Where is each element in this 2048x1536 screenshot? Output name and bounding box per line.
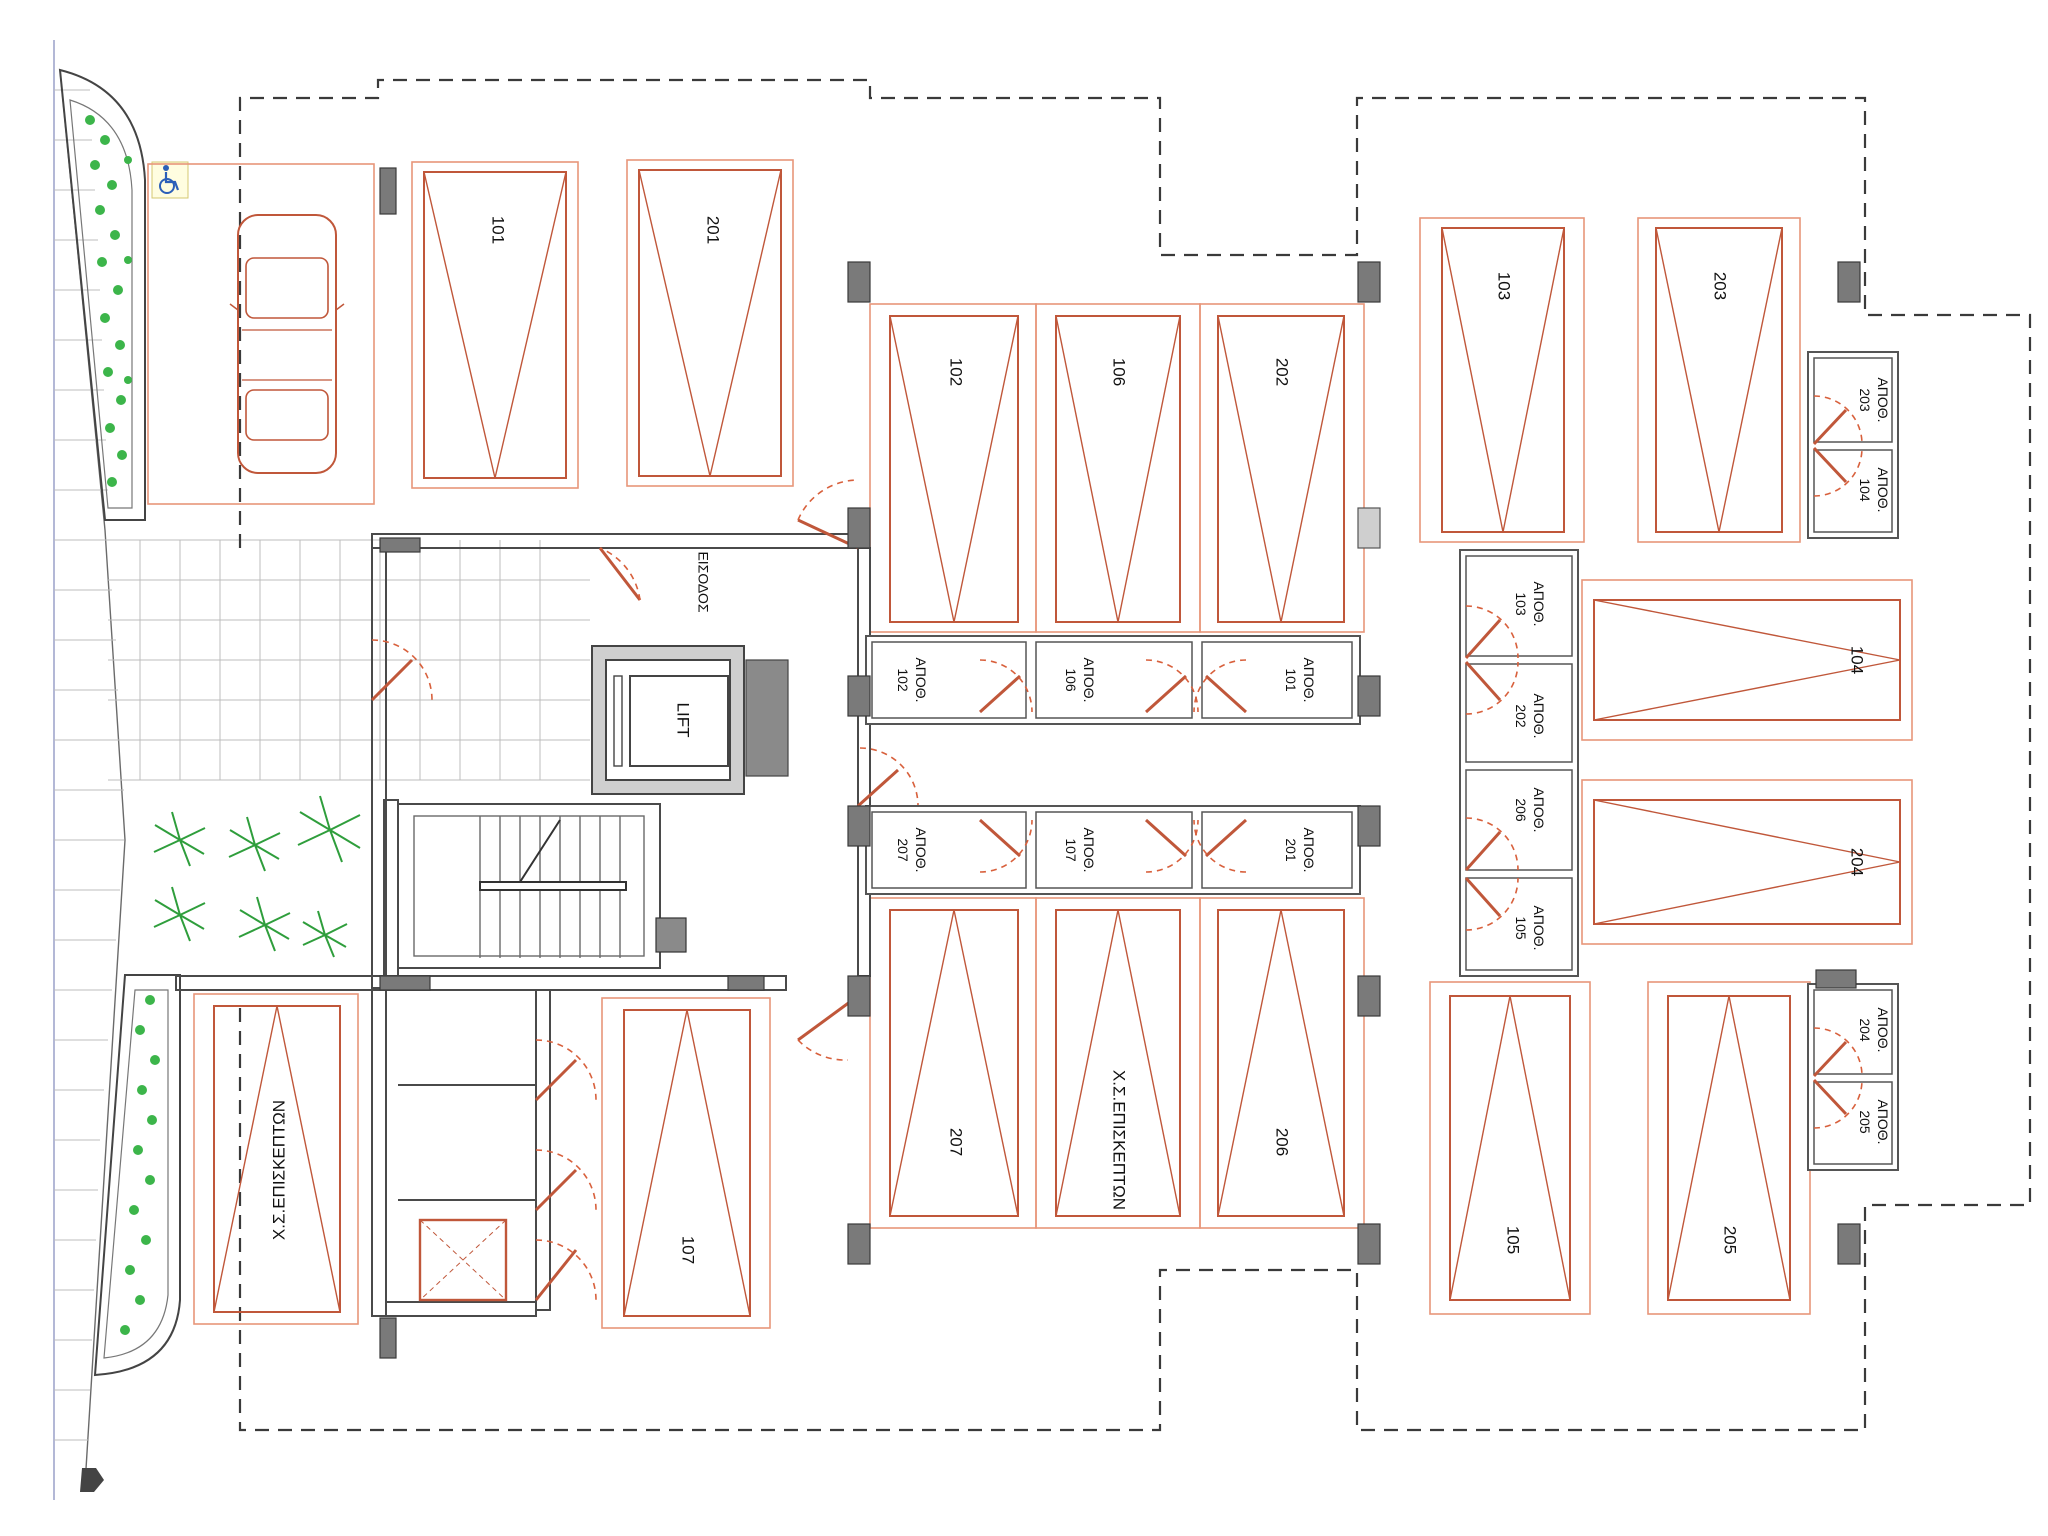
parking-label: 204 (1848, 848, 1867, 876)
storage-label: ΑΠΟΘ.202 (1513, 693, 1547, 738)
storage-label: ΑΠΟΘ.201 (1283, 827, 1317, 872)
shaft (418, 1218, 508, 1302)
hedge-plant-icon (85, 115, 132, 487)
parking-space (1581, 779, 1913, 945)
planter-bottom (93, 974, 181, 1377)
storage-label: ΑΠΟΘ.102 (895, 657, 929, 702)
storage-block-bottom (865, 805, 1361, 895)
storage-label: ΑΠΟΘ.203 (1857, 377, 1891, 422)
stair (397, 803, 687, 969)
parking-space (1199, 303, 1365, 633)
parking-space (601, 997, 771, 1329)
parking-label: 103 (1495, 272, 1514, 300)
storage-label: ΑΠΟΘ.107 (1063, 827, 1097, 872)
parking-label: 104 (1848, 646, 1867, 674)
parking-space (869, 897, 1037, 1229)
parking-label: 205 (1721, 1226, 1740, 1254)
parking-label: 102 (947, 358, 966, 386)
storage-block-top-right (1807, 351, 1899, 539)
parking-label: 107 (679, 1236, 698, 1264)
storage-block-top (865, 635, 1361, 725)
visitor-parking-label: Χ.Σ.ΕΠΙΣΚΕΠΤΩΝ (269, 1100, 288, 1240)
structural-columns (379, 167, 1861, 1359)
storage-label: ΑΠΟΘ.205 (1857, 1099, 1891, 1144)
north-arrow-icon (80, 1468, 104, 1492)
storage-label: ΑΠΟΘ.207 (895, 827, 929, 872)
parking-label: 207 (947, 1128, 966, 1156)
parking-space (1581, 579, 1913, 741)
parking-space (1637, 217, 1801, 543)
parking-space (1429, 981, 1591, 1315)
palm-tree-icon (153, 795, 361, 958)
storage-label: ΑΠΟΘ.101 (1283, 657, 1317, 702)
parking-label: 105 (1504, 1226, 1523, 1254)
upper-floor-outline (238, 78, 2032, 1432)
entrance-label: ΕΙΣΟΔΟΣ (695, 551, 711, 612)
parking-space (193, 993, 359, 1325)
paved-area (108, 539, 590, 781)
parking-label: 106 (1110, 358, 1129, 386)
car-icon (229, 214, 345, 474)
parking-label: 206 (1273, 1128, 1292, 1156)
parking-label: 101 (489, 216, 508, 244)
parking-space (1419, 217, 1585, 543)
storage-label: ΑΠΟΘ.106 (1063, 657, 1097, 702)
parking-space (869, 303, 1037, 633)
parking-label: 202 (1273, 358, 1292, 386)
parking-space (1035, 303, 1201, 633)
parking-space (626, 159, 794, 487)
door (370, 479, 919, 1301)
parking-label: 201 (704, 216, 723, 244)
storage-label: ΑΠΟΘ.206 (1513, 787, 1547, 832)
hedge-plant-icon (120, 995, 160, 1335)
visitor-parking-label: Χ.Σ.ΕΠΙΣΚΕΠΤΩΝ (1110, 1070, 1129, 1210)
parking-space (1199, 897, 1365, 1229)
storage-label: ΑΠΟΘ.204 (1857, 1007, 1891, 1052)
lift-label: LIFT (674, 703, 693, 738)
wheelchair-icon (151, 161, 189, 199)
planter-top (58, 68, 146, 521)
lift-shaft (591, 645, 789, 795)
site-boundary (53, 40, 126, 1500)
storage-block-right (1459, 549, 1579, 977)
sidewalk-grid (54, 89, 124, 1441)
storage-label: ΑΠΟΘ.104 (1857, 467, 1891, 512)
storage-label: ΑΠΟΘ.105 (1513, 905, 1547, 950)
storage-label: ΑΠΟΘ.103 (1513, 581, 1547, 626)
parking-space (411, 161, 579, 489)
parking-label: 203 (1711, 272, 1730, 300)
storage-block-bottom-right (1807, 983, 1899, 1171)
accessible-parking-bay (147, 163, 375, 505)
parking-space (1647, 981, 1811, 1315)
parking-space (1035, 897, 1201, 1229)
